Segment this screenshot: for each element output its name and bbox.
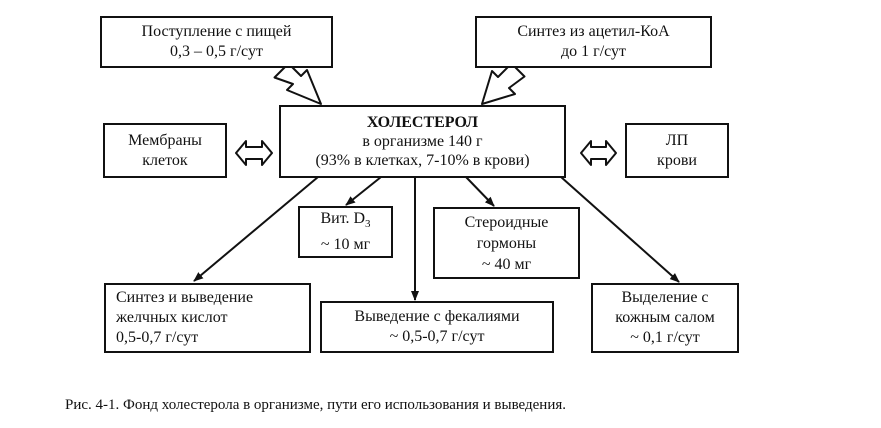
vitd-prefix: Вит. D [320,210,366,228]
cholesterol-box: ХОЛЕСТЕРОЛ в организме 140 г (93% в клет… [279,105,566,178]
lp-box: ЛП крови [625,123,729,178]
membranes-box: Мембраны клеток [103,123,227,178]
synthesis-line2: до 1 г/сут [560,43,627,60]
intake-line2: 0,3 – 0,5 г/сут [170,43,263,60]
lp-double-arrow [580,140,617,166]
membranes-double-arrow [235,140,273,166]
feces-line1: Выведение с фекалиями [354,308,520,325]
arrow-to-bile [193,176,319,282]
steroids-line1: Стероидные [464,213,549,231]
steroids-line2: гормоны [476,234,537,252]
synthesis-line1: Синтез из ацетил-КоА [517,23,670,40]
cholesterol-distribution: (93% в клетках, 7-10% в крови) [315,152,530,169]
steroids-box: Стероидные гормоны ~ 40 мг [433,207,580,279]
bile-line3: 0,5-0,7 г/сут [116,329,199,346]
membranes-line2: клеток [142,151,188,169]
arrow-to-sebum [560,176,680,283]
steroids-line3: ~ 40 мг [481,255,532,273]
synthesis-box: Синтез из ацетил-КоА до 1 г/сут [475,16,712,68]
feces-line2: ~ 0,5-0,7 г/сут [389,328,485,345]
lp-line1: ЛП [665,131,689,149]
sebum-box: Выделение с кожным салом ~ 0,1 г/сут [591,283,739,353]
vitd-line2: ~ 10 мг [320,235,371,253]
intake-box: Поступление с пищей 0,3 – 0,5 г/сут [100,16,333,68]
vitd-subscript: 3 [365,218,371,231]
arrow-to-vitd [345,176,382,206]
figure-caption: Рис. 4-1. Фонд холестерола в организме, … [65,397,567,413]
intake-block-arrow [273,62,322,105]
vitd-line1: Вит. D3 [300,209,391,234]
lp-line2: крови [657,151,697,169]
feces-box: Выведение с фекалиями ~ 0,5-0,7 г/сут [320,301,554,353]
sebum-line2: кожным салом [615,309,715,326]
intake-line1: Поступление с пищей [141,23,292,40]
membranes-line1: Мембраны [128,131,202,149]
sebum-line3: ~ 0,1 г/сут [630,329,700,346]
bile-line1: Синтез и выведение [116,289,254,306]
bile-line2: желчных кислот [116,309,228,326]
cholesterol-title: ХОЛЕСТЕРОЛ [366,114,479,131]
bile-box: Синтез и выведение желчных кислот 0,5-0,… [104,283,311,353]
arrow-to-steroids [465,176,495,207]
sebum-line1: Выделение с [621,289,709,306]
synthesis-block-arrow [481,62,526,105]
vitd-box: Вит. D3 ~ 10 мг [298,206,393,258]
cholesterol-amount: в организме 140 г [362,133,483,150]
